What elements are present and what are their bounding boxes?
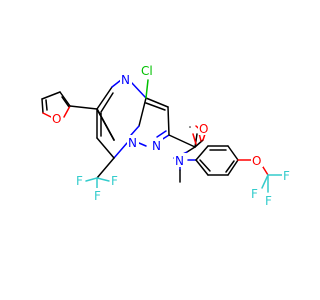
atom-label-n-bridgehead: N xyxy=(128,136,137,150)
bond xyxy=(96,137,115,159)
bond xyxy=(145,97,169,108)
bond xyxy=(96,157,115,179)
bond xyxy=(41,91,61,100)
label-masks xyxy=(51,63,292,207)
atom-label-f: F xyxy=(111,174,118,188)
atom-label-f: F xyxy=(265,194,272,208)
molecule-structure-diagram: O N Cl O N N N O F F F F F F xyxy=(41,63,292,208)
bond xyxy=(41,98,44,114)
atom-label-cl: Cl xyxy=(141,64,153,78)
bond xyxy=(227,159,239,176)
atom-label-f: F xyxy=(94,189,101,203)
bond xyxy=(199,159,211,172)
bond xyxy=(63,105,71,118)
atom-label-o-furan: O xyxy=(52,112,61,126)
bond xyxy=(130,125,140,136)
bond xyxy=(96,177,110,182)
bond xyxy=(192,133,197,145)
bond xyxy=(227,145,239,161)
bond xyxy=(225,160,235,173)
bond xyxy=(130,81,147,99)
bond xyxy=(111,79,122,88)
atom-label-f: F xyxy=(251,187,258,201)
atom-label-o-ether: O xyxy=(252,154,261,168)
atom-label-n-pyrimidine: N xyxy=(121,73,130,87)
bond xyxy=(69,105,98,110)
bond xyxy=(168,134,196,148)
bond xyxy=(85,177,98,182)
bond xyxy=(100,92,114,113)
bond xyxy=(194,133,198,148)
atom-label-f: F xyxy=(76,174,83,188)
bond xyxy=(167,106,170,136)
bond xyxy=(59,91,71,107)
bond xyxy=(145,102,166,111)
atom-label-f: F xyxy=(283,169,290,183)
bond xyxy=(138,97,147,127)
bond xyxy=(145,79,149,99)
bond xyxy=(45,99,48,111)
atom-label-n-amide: N xyxy=(175,154,184,168)
bond xyxy=(42,112,52,118)
bond xyxy=(195,145,209,161)
bond xyxy=(262,166,269,176)
bond xyxy=(156,130,167,138)
bond xyxy=(261,174,269,189)
bond xyxy=(96,86,113,110)
atom-labels: O N Cl O N N N O F F F F F F xyxy=(52,64,290,208)
bond xyxy=(195,159,209,176)
atom-label-n-pyrazole: N xyxy=(152,139,161,153)
bond xyxy=(113,142,128,159)
bond xyxy=(61,96,70,108)
bond xyxy=(96,108,115,141)
bond xyxy=(186,146,196,153)
atom-label-o-carbonyl: O xyxy=(199,122,208,136)
bond xyxy=(138,142,147,147)
